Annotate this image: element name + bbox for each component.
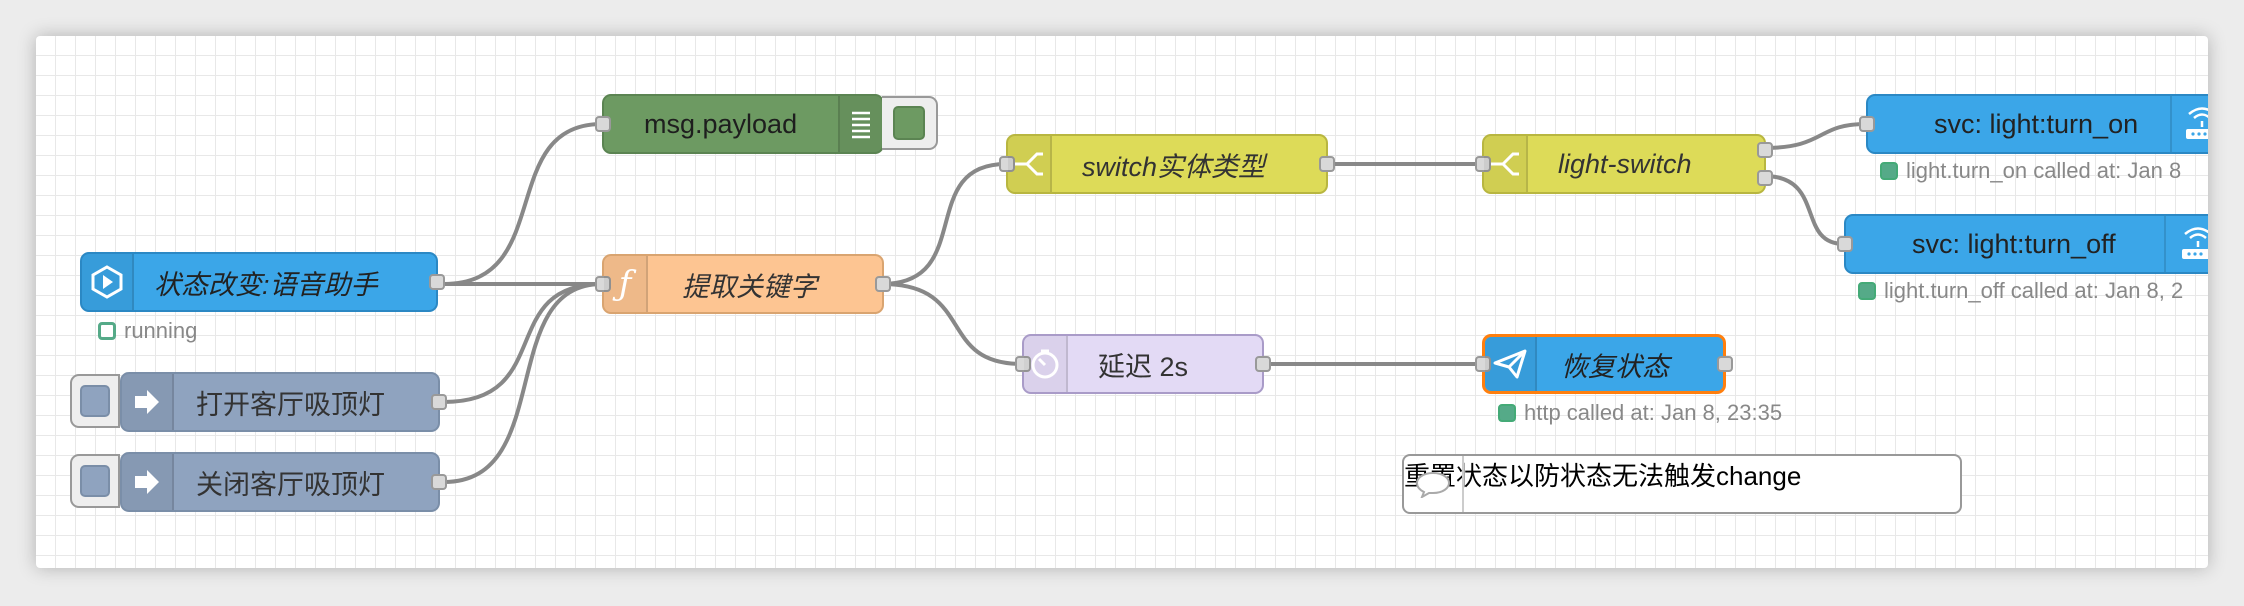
output-port[interactable] bbox=[431, 474, 447, 490]
comment-node[interactable]: 重置状态以防状态无法触发change bbox=[1402, 454, 1962, 514]
debug-toggle-button[interactable] bbox=[882, 96, 938, 150]
node-label: 关闭客厅吸顶灯 bbox=[196, 469, 385, 500]
router-icon bbox=[2170, 96, 2208, 152]
node-state-changed[interactable]: 状态改变:语音助手 bbox=[80, 252, 445, 312]
comment-icon bbox=[1404, 456, 1464, 512]
node-label: 提取关键字 bbox=[682, 271, 817, 302]
status-dot-icon bbox=[1498, 404, 1516, 422]
node-light-switch[interactable]: light-switch bbox=[1475, 134, 1773, 194]
node-function[interactable]: ƒ 提取关键字 bbox=[595, 254, 891, 314]
node-label: light-switch bbox=[1558, 148, 1692, 179]
node-label: 打开客厅吸顶灯 bbox=[196, 389, 385, 420]
input-port[interactable] bbox=[1859, 116, 1875, 132]
input-port[interactable] bbox=[595, 276, 611, 292]
node-label: switch实体类型 bbox=[1082, 151, 1266, 182]
wire[interactable] bbox=[443, 122, 603, 286]
wire[interactable] bbox=[443, 282, 603, 404]
wire[interactable] bbox=[881, 162, 1007, 286]
node-label: msg.payload bbox=[644, 108, 798, 139]
node-label: 恢复状态 bbox=[1561, 351, 1669, 382]
inject-button[interactable] bbox=[70, 374, 120, 428]
status-dot-icon bbox=[1858, 282, 1876, 300]
output-port[interactable] bbox=[1717, 356, 1733, 372]
status-http: http called at: Jan 8, 23:35 bbox=[1498, 400, 1782, 426]
paper-plane-icon bbox=[1485, 337, 1537, 391]
node-http-request[interactable]: 恢复状态 bbox=[1475, 334, 1733, 394]
node-inject-close[interactable]: 关闭客厅吸顶灯 bbox=[120, 452, 447, 512]
output-port[interactable] bbox=[1757, 142, 1773, 158]
node-label: svc: light:turn_on bbox=[1934, 108, 2139, 139]
output-port[interactable] bbox=[431, 394, 447, 410]
switch-icon bbox=[1484, 136, 1528, 192]
wires-layer bbox=[443, 122, 1867, 484]
node-inject-open[interactable]: 打开客厅吸顶灯 bbox=[120, 372, 447, 432]
flow-canvas[interactable]: 状态改变:语音助手 running 打开客厅吸顶灯 关闭客厅吸顶灯 msg.pa… bbox=[36, 36, 2208, 568]
node-label: svc: light:turn_off bbox=[1912, 228, 2116, 259]
status-turn-off: light.turn_off called at: Jan 8, 2 bbox=[1858, 278, 2183, 304]
wire[interactable] bbox=[443, 282, 603, 484]
wire[interactable] bbox=[881, 282, 1023, 366]
output-port[interactable] bbox=[1757, 170, 1773, 186]
input-port[interactable] bbox=[1837, 236, 1853, 252]
node-label: 状态改变:语音助手 bbox=[154, 269, 378, 300]
node-call-service-on[interactable]: svc: light:turn_on bbox=[1859, 94, 2208, 154]
home-assistant-icon bbox=[82, 254, 134, 310]
node-call-service-off[interactable]: svc: light:turn_off bbox=[1837, 214, 2208, 274]
output-port[interactable] bbox=[875, 276, 891, 292]
router-icon bbox=[2164, 216, 2208, 272]
function-icon: ƒ bbox=[604, 256, 648, 312]
arrow-right-icon bbox=[122, 374, 174, 430]
node-label: 延迟 2s bbox=[1098, 351, 1189, 382]
status-running: running bbox=[98, 318, 197, 344]
status-ring-icon bbox=[98, 322, 116, 340]
node-debug[interactable]: msg.payload bbox=[595, 94, 884, 154]
wire[interactable] bbox=[1763, 122, 1867, 150]
input-port[interactable] bbox=[1475, 356, 1491, 372]
arrow-right-icon bbox=[122, 454, 174, 510]
node-switch-entity[interactable]: switch实体类型 bbox=[999, 134, 1335, 194]
status-dot-icon bbox=[1880, 162, 1898, 180]
input-port[interactable] bbox=[1015, 356, 1031, 372]
node-delay[interactable]: 延迟 2s bbox=[1015, 334, 1271, 394]
inject-button[interactable] bbox=[70, 454, 120, 508]
output-port[interactable] bbox=[1255, 356, 1271, 372]
input-port[interactable] bbox=[1475, 156, 1491, 172]
switch-icon bbox=[1008, 136, 1052, 192]
input-port[interactable] bbox=[595, 116, 611, 132]
timer-icon bbox=[1024, 336, 1068, 392]
output-port[interactable] bbox=[429, 274, 445, 290]
status-turn-on: light.turn_on called at: Jan 8 bbox=[1880, 158, 2181, 184]
list-icon bbox=[838, 96, 882, 152]
wire[interactable] bbox=[1763, 174, 1845, 246]
output-port[interactable] bbox=[1319, 156, 1335, 172]
input-port[interactable] bbox=[999, 156, 1015, 172]
comment-text: 重置状态以防状态无法触发change bbox=[1404, 461, 1802, 491]
